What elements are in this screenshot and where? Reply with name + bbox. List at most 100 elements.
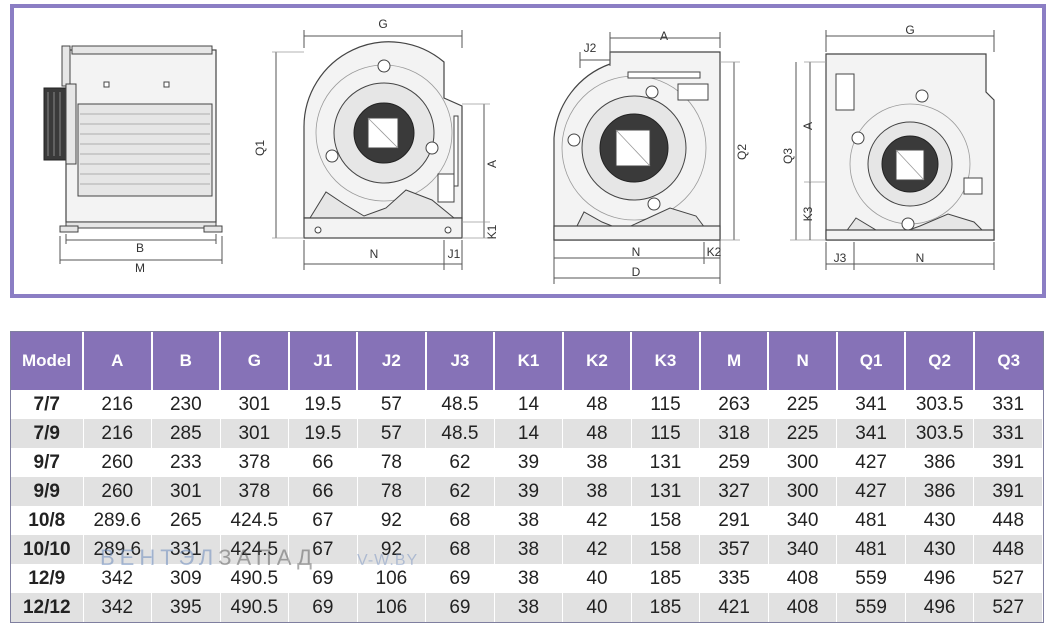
table-cell: 427 bbox=[836, 448, 906, 477]
table-cell: 42 bbox=[562, 506, 632, 535]
model-cell: 9/7 bbox=[11, 448, 84, 477]
header-j2: J2 bbox=[357, 332, 427, 390]
header-g: G bbox=[220, 332, 290, 390]
table-cell: 66 bbox=[288, 477, 358, 506]
dimensions-table: Model A B G J1 J2 J3 K1 K2 K3 M N Q1 Q2 … bbox=[11, 332, 1043, 622]
dim-label-q1: Q1 bbox=[253, 140, 267, 156]
dim-label-n-view2: N bbox=[632, 245, 641, 259]
table-cell: 289.6 bbox=[83, 506, 153, 535]
side-view-drawing: B M bbox=[43, 45, 223, 275]
table-cell: 225 bbox=[768, 390, 838, 419]
dim-label-a-view3: A bbox=[801, 122, 815, 130]
table-cell: 301 bbox=[220, 419, 290, 448]
dim-label-n-view3: N bbox=[916, 251, 925, 265]
dim-label-q2: Q2 bbox=[735, 144, 749, 160]
header-k3: K3 bbox=[631, 332, 701, 390]
table-cell: 40 bbox=[562, 564, 632, 593]
table-cell: 216 bbox=[83, 419, 153, 448]
table-cell: 265 bbox=[151, 506, 221, 535]
table-cell: 48 bbox=[562, 390, 632, 419]
table-cell: 301 bbox=[151, 477, 221, 506]
table-cell: 68 bbox=[425, 506, 495, 535]
model-cell: 9/9 bbox=[11, 477, 84, 506]
front-view-2-drawing: J2 A Q2 N K2 D bbox=[553, 29, 749, 284]
table-cell: 66 bbox=[288, 448, 358, 477]
table-cell: 430 bbox=[905, 535, 975, 564]
dim-label-k2: K2 bbox=[707, 245, 722, 259]
table-cell: 57 bbox=[357, 419, 427, 448]
model-cell: 12/12 bbox=[11, 593, 84, 622]
table-cell: 424.5 bbox=[220, 535, 290, 564]
table-cell: 69 bbox=[288, 564, 358, 593]
table-cell: 48.5 bbox=[425, 419, 495, 448]
table-cell: 386 bbox=[905, 448, 975, 477]
table-cell: 131 bbox=[631, 477, 701, 506]
table-cell: 300 bbox=[768, 448, 838, 477]
table-cell: 300 bbox=[768, 477, 838, 506]
model-cell: 7/9 bbox=[11, 419, 84, 448]
front-view-3-drawing: G A Q3 K3 J3 N bbox=[781, 23, 995, 270]
dim-label-a-view2: A bbox=[660, 29, 668, 43]
header-q1: Q1 bbox=[836, 332, 907, 390]
table-cell: 260 bbox=[83, 448, 153, 477]
dim-label-k1: K1 bbox=[485, 224, 499, 239]
table-cell: 38 bbox=[494, 506, 564, 535]
table-cell: 19.5 bbox=[288, 390, 358, 419]
table-cell: 342 bbox=[83, 564, 153, 593]
table-cell: 68 bbox=[425, 535, 495, 564]
model-cell: 10/10 bbox=[11, 535, 84, 564]
table-cell: 378 bbox=[220, 448, 290, 477]
table-cell: 427 bbox=[836, 477, 906, 506]
table-cell: 14 bbox=[494, 390, 564, 419]
table-cell: 430 bbox=[905, 506, 975, 535]
table-cell: 386 bbox=[905, 477, 975, 506]
table-cell: 391 bbox=[973, 477, 1043, 506]
table-cell: 527 bbox=[973, 564, 1043, 593]
table-cell: 424.5 bbox=[220, 506, 290, 535]
table-cell: 115 bbox=[631, 390, 701, 419]
dim-label-j3: J3 bbox=[834, 251, 847, 265]
table-cell: 408 bbox=[768, 564, 838, 593]
table-cell: 496 bbox=[905, 564, 975, 593]
table-header-row: Model A B G J1 J2 J3 K1 K2 K3 M N Q1 Q2 … bbox=[11, 332, 1043, 390]
dim-label-m: M bbox=[135, 261, 145, 275]
table-cell: 289.6 bbox=[83, 535, 153, 564]
dim-label-d: D bbox=[632, 265, 641, 279]
table-cell: 263 bbox=[699, 390, 769, 419]
table-cell: 69 bbox=[425, 564, 495, 593]
dim-label-a: A bbox=[485, 160, 499, 168]
header-j3: J3 bbox=[425, 332, 496, 390]
table-cell: 106 bbox=[357, 593, 427, 622]
table-cell: 38 bbox=[494, 564, 564, 593]
table-cell: 496 bbox=[905, 593, 975, 622]
table-cell: 185 bbox=[631, 564, 701, 593]
dim-label-j2: J2 bbox=[584, 41, 597, 55]
model-cell: 10/8 bbox=[11, 506, 84, 535]
table-cell: 357 bbox=[699, 535, 769, 564]
table-cell: 331 bbox=[973, 390, 1043, 419]
table-cell: 78 bbox=[357, 477, 427, 506]
header-q3: Q3 bbox=[973, 332, 1043, 390]
table-cell: 448 bbox=[973, 506, 1043, 535]
technical-drawings-panel: B M G Q1 bbox=[10, 4, 1046, 298]
table-cell: 391 bbox=[973, 448, 1043, 477]
table-cell: 340 bbox=[768, 506, 838, 535]
table-cell: 48.5 bbox=[425, 390, 495, 419]
header-b: B bbox=[151, 332, 222, 390]
table-cell: 340 bbox=[768, 535, 838, 564]
table-cell: 38 bbox=[562, 448, 632, 477]
table-cell: 260 bbox=[83, 477, 153, 506]
dimensions-table-container: Model A B G J1 J2 J3 K1 K2 K3 M N Q1 Q2 … bbox=[10, 331, 1044, 623]
table-cell: 327 bbox=[699, 477, 769, 506]
dim-label-j1: J1 bbox=[448, 247, 461, 261]
table-cell: 40 bbox=[562, 593, 632, 622]
table-cell: 67 bbox=[288, 535, 358, 564]
table-cell: 301 bbox=[220, 390, 290, 419]
